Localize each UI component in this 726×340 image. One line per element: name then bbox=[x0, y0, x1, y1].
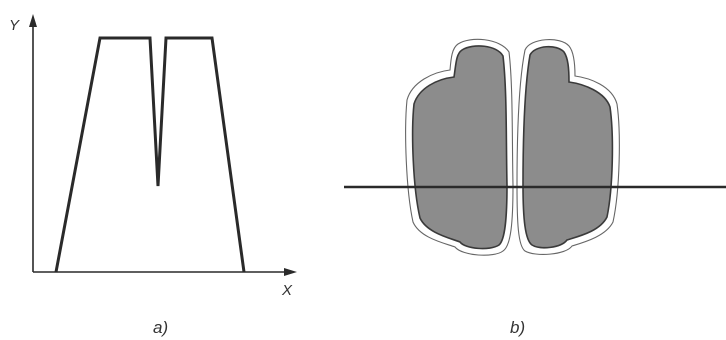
panel-b: b) bbox=[344, 38, 726, 337]
x-axis-label: X bbox=[281, 282, 293, 299]
left-blob-outer-outline bbox=[405, 38, 514, 256]
profile-curve bbox=[54, 36, 246, 273]
y-axis-label: Y bbox=[9, 17, 20, 34]
right-blob-shape bbox=[522, 45, 614, 249]
right-blob-outer-outline bbox=[516, 39, 620, 255]
left-blob bbox=[405, 38, 514, 256]
panel-a: Y X a) bbox=[9, 14, 297, 337]
caption-b: b) bbox=[510, 318, 525, 337]
right-blob bbox=[516, 39, 620, 255]
x-axis-arrowhead bbox=[284, 268, 297, 276]
left-blob-shape bbox=[411, 45, 508, 250]
caption-a: a) bbox=[153, 318, 168, 337]
y-axis-arrowhead bbox=[29, 14, 37, 27]
